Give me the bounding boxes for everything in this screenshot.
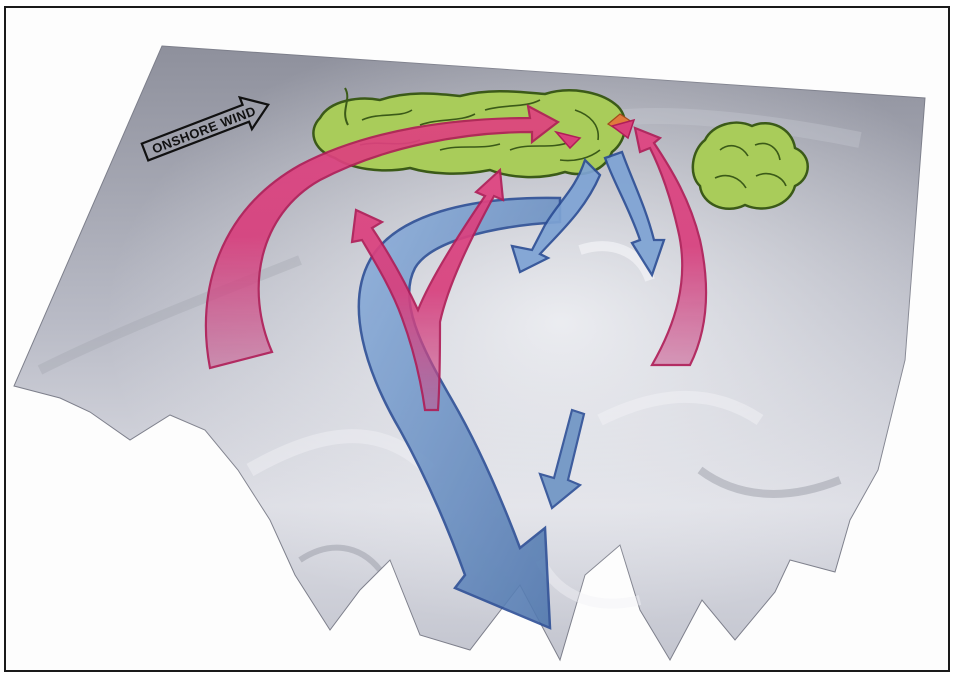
small-cloud: [693, 123, 808, 209]
